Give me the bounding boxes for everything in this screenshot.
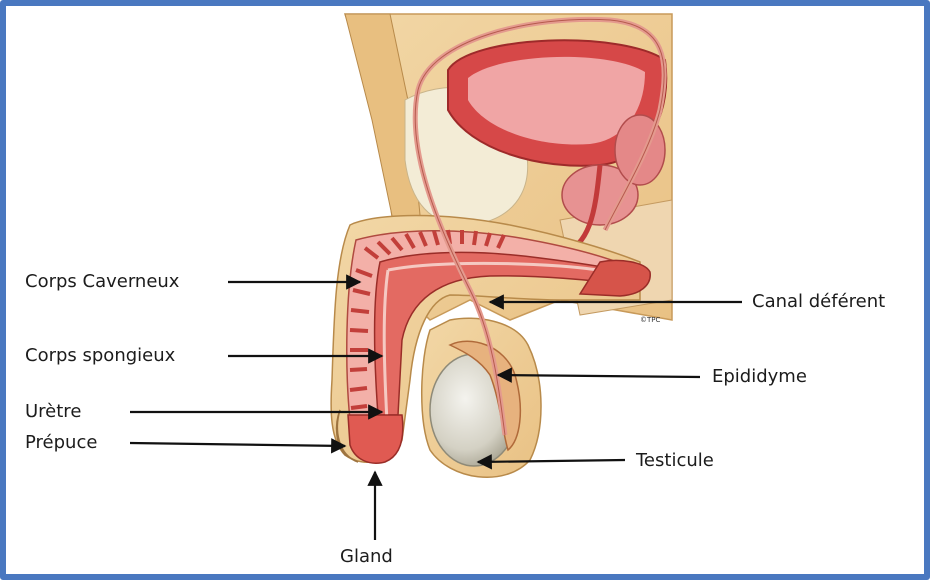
- label-gland: Gland: [340, 548, 393, 566]
- label-prepuce: Prépuce: [25, 434, 97, 452]
- label-uretre: Urètre: [25, 403, 81, 421]
- watermark-text: ©TPC: [640, 316, 660, 324]
- label-testicule: Testicule: [636, 452, 714, 470]
- arrow-prepuce: [130, 443, 345, 446]
- label-corps-spongieux: Corps spongieux: [25, 347, 175, 365]
- label-epididyme: Epididyme: [712, 368, 807, 386]
- label-canal-deferent: Canal déférent: [752, 293, 885, 311]
- label-corps-caverneux: Corps Caverneux: [25, 273, 179, 291]
- glans: [348, 415, 403, 463]
